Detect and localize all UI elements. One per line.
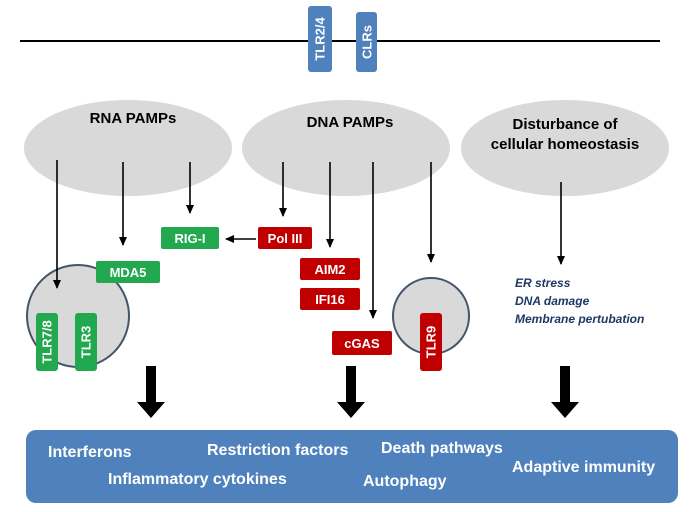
receptor-tlr78-label: TLR7/8 bbox=[39, 320, 55, 364]
rna-pamps-label: RNA PAMPs bbox=[89, 110, 177, 127]
receptor-tlr3: TLR3 bbox=[75, 313, 97, 371]
dna-pamps-label: DNA PAMPs bbox=[306, 114, 394, 131]
rna-pamps-ellipse bbox=[24, 100, 232, 196]
outcomes-bar bbox=[26, 430, 678, 503]
homeostasis-label-line1: Disturbance of bbox=[512, 116, 618, 133]
receptor-tlr3-label: TLR3 bbox=[78, 325, 94, 359]
outcome-death-pathways: Death pathways bbox=[381, 440, 503, 457]
thick-arrow-middle bbox=[337, 366, 365, 418]
stress-dna-damage: DNA damage bbox=[515, 294, 590, 308]
sensor-ifi16: IFI16 bbox=[300, 288, 360, 310]
homeostasis-ellipse bbox=[461, 100, 669, 196]
sensor-mda5: MDA5 bbox=[96, 261, 160, 283]
stress-er: ER stress bbox=[515, 276, 571, 290]
sensor-rigi: RIG-I bbox=[161, 227, 219, 249]
outcome-adaptive-immunity: Adaptive immunity bbox=[512, 459, 656, 476]
outcome-restriction-factors: Restriction factors bbox=[207, 442, 349, 459]
receptor-clrs-label: CLRs bbox=[359, 25, 374, 59]
receptor-tlr9: TLR9 bbox=[420, 313, 442, 371]
receptor-tlr9-label: TLR9 bbox=[423, 325, 439, 359]
receptor-tlr24: TLR2/4 bbox=[308, 6, 332, 72]
receptor-tlr24-label: TLR2/4 bbox=[312, 17, 328, 61]
sensor-aim2: AIM2 bbox=[300, 258, 360, 280]
sensor-cgas: cGAS bbox=[332, 331, 392, 355]
receptor-clrs: CLRs bbox=[356, 12, 377, 72]
stress-membrane: Membrane pertubation bbox=[515, 312, 645, 326]
sensor-pol3: Pol III bbox=[258, 227, 312, 249]
outcome-interferons: Interferons bbox=[48, 444, 132, 461]
homeostasis-label-line2: cellular homeostasis bbox=[490, 136, 640, 153]
receptor-tlr78: TLR7/8 bbox=[36, 313, 58, 371]
outcome-autophagy: Autophagy bbox=[363, 473, 447, 490]
outcome-inflammatory-cytokines: Inflammatory cytokines bbox=[108, 471, 287, 488]
thick-arrow-left bbox=[137, 366, 165, 418]
thick-arrow-right bbox=[551, 366, 579, 418]
dna-pamps-ellipse bbox=[242, 100, 450, 196]
